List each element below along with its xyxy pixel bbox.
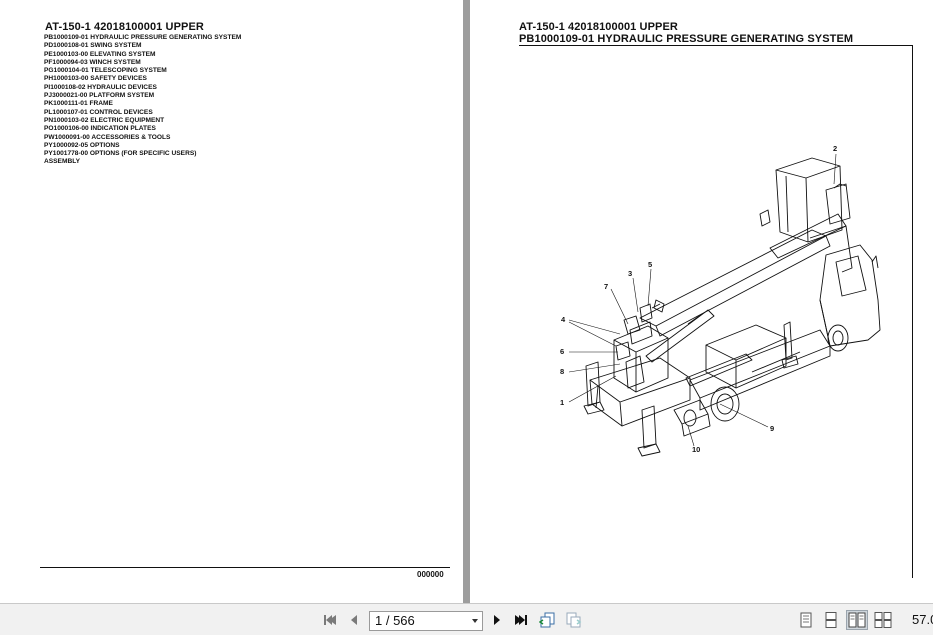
frame-rule bbox=[912, 45, 913, 578]
toc-item[interactable]: PF1000094-03 WINCH SYSTEM bbox=[44, 58, 141, 66]
toc-item[interactable]: PI1000108-02 HYDRAULIC DEVICES bbox=[44, 83, 157, 91]
callout-8: 8 bbox=[560, 367, 564, 376]
left-page: AT-150-1 42018100001 UPPER PB1000109-01 … bbox=[0, 0, 463, 603]
toc-item[interactable]: PY1001778-00 OPTIONS (FOR SPECIFIC USERS… bbox=[44, 150, 197, 158]
table-of-contents: PB1000109-01 HYDRAULIC PRESSURE GENERATI… bbox=[44, 34, 241, 167]
toc-item[interactable]: PD1000108-01 SWING SYSTEM bbox=[44, 42, 142, 50]
left-page-title: AT-150-1 42018100001 UPPER bbox=[45, 21, 204, 33]
callout-5: 5 bbox=[648, 260, 652, 269]
right-page-subtitle: PB1000109-01 HYDRAULIC PRESSURE GENERATI… bbox=[519, 33, 854, 45]
callout-10: 10 bbox=[692, 445, 700, 454]
previous-page-icon[interactable] bbox=[344, 610, 364, 630]
toc-item[interactable]: PH1000103-00 SAFETY DEVICES bbox=[44, 75, 147, 83]
chevron-down-icon bbox=[472, 619, 478, 623]
toc-item[interactable]: PL1000107-01 CONTROL DEVICES bbox=[44, 108, 153, 116]
toc-item[interactable]: PE1000103-00 ELEVATING SYSTEM bbox=[44, 50, 156, 58]
toc-item[interactable]: PJ3000021-00 PLATFORM SYSTEM bbox=[44, 92, 155, 100]
viewer-toolbar: 1 / 566 57.0 bbox=[0, 603, 933, 635]
callout-1: 1 bbox=[560, 398, 564, 407]
next-page-icon[interactable] bbox=[487, 610, 507, 630]
toc-item[interactable]: PB1000109-01 HYDRAULIC PRESSURE GENERATI… bbox=[44, 34, 242, 41]
continuous-facing-icon[interactable] bbox=[873, 610, 893, 630]
toc-item[interactable]: PG1000104-01 TELESCOPING SYSTEM bbox=[44, 67, 167, 75]
toc-item[interactable]: PY1000092-05 OPTIONS bbox=[44, 141, 120, 149]
callout-2: 2 bbox=[833, 144, 837, 153]
footer-rule bbox=[40, 567, 450, 568]
single-page-icon[interactable] bbox=[796, 610, 816, 630]
continuous-page-icon[interactable] bbox=[821, 610, 841, 630]
callout-9: 9 bbox=[770, 424, 774, 433]
toc-item[interactable]: PW1000091-00 ACCESSORIES & TOOLS bbox=[44, 133, 171, 141]
last-page-icon[interactable] bbox=[511, 610, 531, 630]
crane-truck-illustration: 2 3 5 7 4 6 8 1 9 10 bbox=[560, 144, 881, 457]
page-number-value: 1 / 566 bbox=[375, 613, 415, 628]
first-page-icon[interactable] bbox=[320, 610, 340, 630]
facing-pages-icon[interactable] bbox=[846, 610, 868, 630]
previous-view-icon[interactable] bbox=[538, 610, 558, 630]
page-code: 000000 bbox=[417, 570, 444, 579]
toc-item[interactable]: PK1000111-01 FRAME bbox=[44, 100, 113, 108]
toc-item[interactable]: ASSEMBLY bbox=[44, 158, 81, 166]
callout-7: 7 bbox=[604, 282, 608, 291]
toc-item[interactable]: PN1000103-02 ELECTRIC EQUIPMENT bbox=[44, 116, 165, 124]
callout-6: 6 bbox=[560, 347, 564, 356]
next-view-icon[interactable] bbox=[563, 610, 583, 630]
right-page: AT-150-1 42018100001 UPPER PB1000109-01 … bbox=[470, 0, 933, 603]
callout-3: 3 bbox=[628, 269, 632, 278]
toc-item[interactable]: PO1000106-00 INDICATION PLATES bbox=[44, 125, 156, 133]
right-page-title: AT-150-1 42018100001 UPPER bbox=[519, 21, 678, 33]
header-rule bbox=[519, 45, 913, 46]
page-number-select[interactable]: 1 / 566 bbox=[369, 611, 483, 631]
callout-4: 4 bbox=[561, 315, 566, 324]
zoom-level[interactable]: 57.0 bbox=[912, 612, 933, 627]
